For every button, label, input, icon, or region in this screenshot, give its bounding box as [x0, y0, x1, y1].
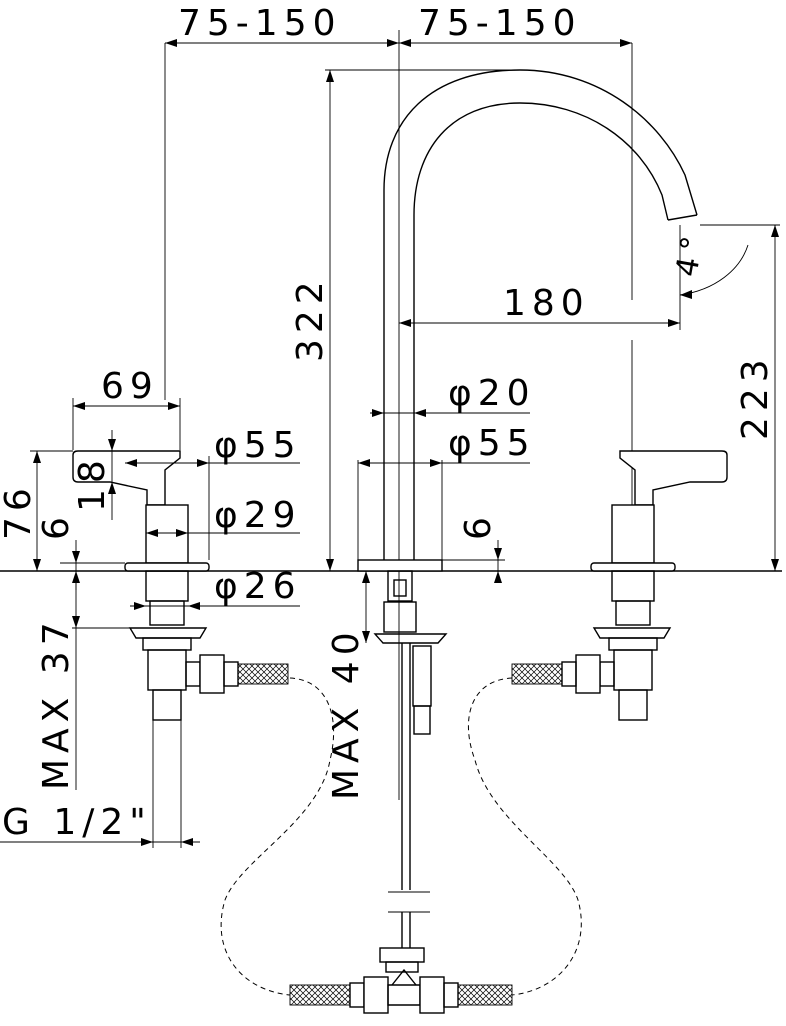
spout-tube-dia-label: φ20: [448, 373, 536, 414]
right-handle-valve: [511, 450, 728, 721]
handle-lever-height-label: 18: [72, 454, 113, 512]
spread-right-label: 75-150: [418, 3, 582, 44]
handle-base-dia-label: φ55: [214, 425, 302, 466]
handle-flange-label: 6: [36, 511, 77, 540]
left-handle-dimensions: 69 76 18 6 φ55 φ29 φ26: [0, 366, 302, 848]
max-handle-shank-label: MAX 37: [36, 616, 77, 790]
thread-label: G 1/2": [2, 802, 152, 843]
handle-height-label: 76: [0, 482, 39, 540]
spread-left-label: 75-150: [178, 3, 342, 44]
handle-body-dia-label: φ29: [214, 495, 302, 536]
hoses: [220, 677, 582, 996]
total-height-label: 322: [290, 275, 331, 362]
reach-label: 180: [503, 283, 590, 324]
spout-angle-label: 4°: [669, 228, 711, 279]
left-handle-valve: [72, 450, 289, 721]
t-connector: [289, 947, 513, 1014]
spread-dimensions: 75-150 75-150: [164, 3, 633, 400]
handle-length-label: 69: [101, 366, 159, 407]
spout-flange-label: 6: [458, 511, 499, 540]
max-spout-shank-label: MAX 40: [326, 626, 367, 800]
spout-dimensions: 322 180 223 4° φ20 φ55: [290, 69, 780, 800]
spout-base-dia-label: φ55: [448, 423, 536, 464]
spout-height-label: 223: [735, 353, 776, 440]
handle-shank-dia-label: φ26: [214, 566, 302, 607]
